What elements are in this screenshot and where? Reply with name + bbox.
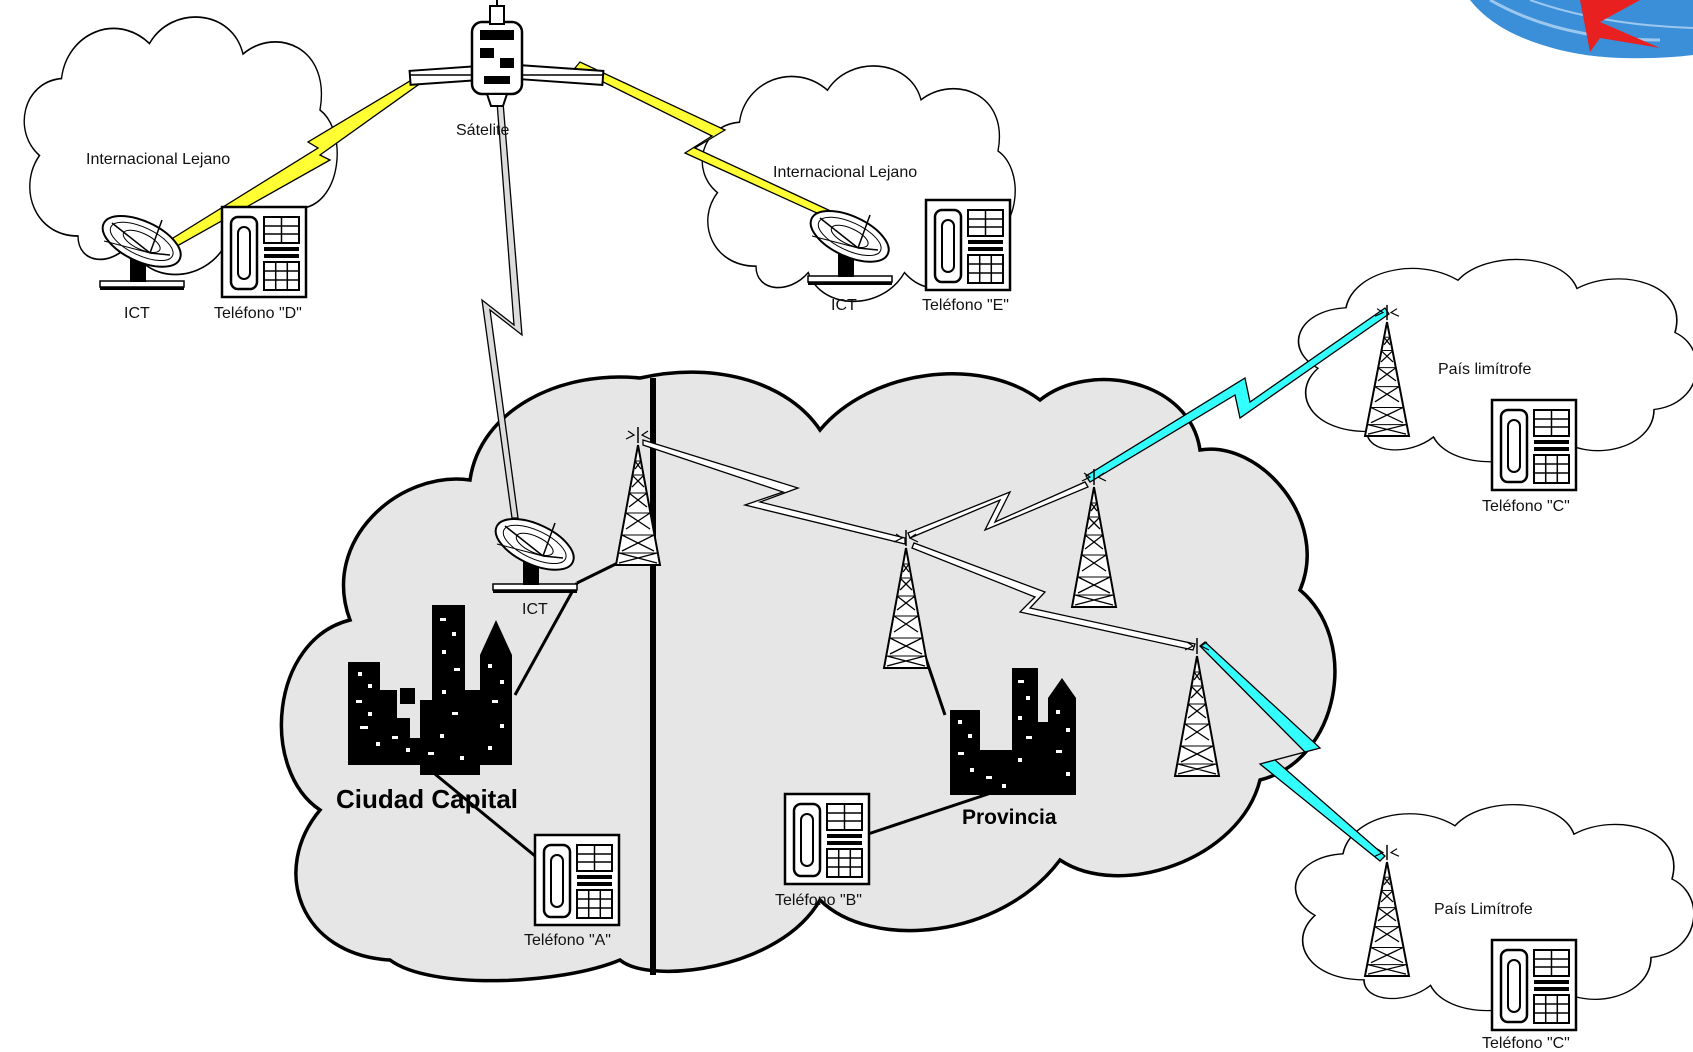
satellite-icon bbox=[408, 0, 605, 107]
provincia-label: Provincia bbox=[962, 806, 1057, 829]
intl-left-label: Internacional Lejano bbox=[86, 151, 230, 168]
phone-icon bbox=[1490, 398, 1578, 492]
pais-bottom-label: País Limítrofe bbox=[1434, 901, 1533, 918]
city-skyline-icon bbox=[348, 605, 512, 775]
logo-icon bbox=[1470, 0, 1693, 59]
phone-d-label: Teléfono "D" bbox=[214, 305, 302, 322]
phone-e-label: Teléfono "E" bbox=[922, 297, 1009, 314]
phone-a-label: Teléfono "A" bbox=[524, 932, 611, 949]
ict-capital-label: ICT bbox=[522, 601, 548, 618]
phone-b-label: Teléfono "B" bbox=[775, 892, 862, 909]
main-network-cloud bbox=[279, 370, 1337, 983]
pais-top-label: País limítrofe bbox=[1438, 361, 1531, 378]
ict-left-label: ICT bbox=[124, 305, 150, 322]
phone-icon bbox=[220, 205, 308, 299]
ict-right-label: ICT bbox=[831, 297, 857, 314]
satellite-label: Sátelite bbox=[456, 122, 509, 139]
phone-c-top-label: Teléfono "C" bbox=[1482, 498, 1570, 515]
phone-icon bbox=[1490, 938, 1578, 1032]
city-skyline-icon bbox=[950, 668, 1076, 795]
phone-icon bbox=[783, 792, 871, 886]
phone-icon bbox=[533, 833, 621, 927]
capital-label: Ciudad Capital bbox=[336, 784, 518, 814]
intl-right-label: Internacional Lejano bbox=[773, 164, 917, 181]
phone-icon bbox=[924, 198, 1012, 292]
phone-c-bottom-label: Teléfono "C" bbox=[1482, 1035, 1570, 1052]
